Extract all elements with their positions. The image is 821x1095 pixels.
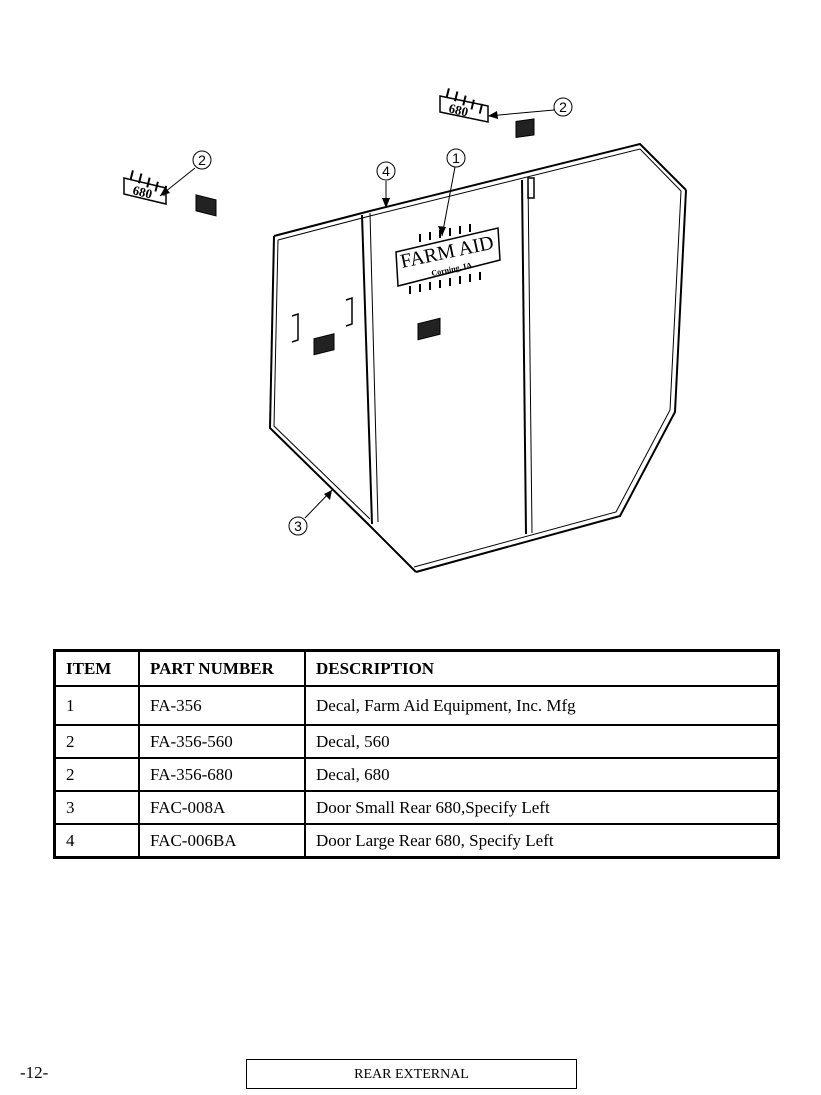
svg-text:3: 3 xyxy=(294,518,302,534)
info-decals xyxy=(195,118,535,356)
svg-text:4: 4 xyxy=(382,163,390,179)
cell-description: Door Large Rear 680, Specify Left xyxy=(304,823,780,859)
header-description: DESCRIPTION xyxy=(304,649,780,687)
decal-680-left: 680 xyxy=(123,169,169,205)
cell-description: Decal, 680 xyxy=(304,757,780,792)
callout-2-right: 2 xyxy=(553,97,573,117)
cell-item: 1 xyxy=(53,685,140,726)
callout-4: 4 xyxy=(376,161,396,181)
cell-item: 2 xyxy=(53,724,140,759)
table-row: 3 FAC-008A Door Small Rear 680,Specify L… xyxy=(53,790,780,825)
svg-text:680: 680 xyxy=(131,182,154,201)
rear-external-diagram: FARM AID Corning, IA 680 680 xyxy=(123,87,687,573)
cell-description: Door Small Rear 680,Specify Left xyxy=(304,790,780,825)
cell-item: 4 xyxy=(53,823,140,859)
table-row: 2 FA-356-560 Decal, 560 xyxy=(53,724,780,759)
cell-description: Decal, Farm Aid Equipment, Inc. Mfg xyxy=(304,685,780,726)
callout-1: 1 xyxy=(446,148,466,168)
table-row: 4 FAC-006BA Door Large Rear 680, Specify… xyxy=(53,823,780,859)
callout-2-left: 2 xyxy=(192,150,212,170)
svg-text:2: 2 xyxy=(198,152,206,168)
table-header-row: ITEM PART NUMBER DESCRIPTION xyxy=(53,649,780,687)
cell-description: Decal, 560 xyxy=(304,724,780,759)
callout-3: 3 xyxy=(288,516,308,536)
cell-part-number: FA-356-680 xyxy=(138,757,306,792)
cell-item: 2 xyxy=(53,757,140,792)
cell-part-number: FA-356 xyxy=(138,685,306,726)
door-handles xyxy=(291,296,353,343)
section-title-box: REAR EXTERNAL xyxy=(246,1059,577,1089)
svg-text:680: 680 xyxy=(447,100,470,119)
farm-aid-logo-decal: FARM AID Corning, IA xyxy=(395,224,501,294)
svg-text:1: 1 xyxy=(452,150,460,166)
cell-item: 3 xyxy=(53,790,140,825)
section-title: REAR EXTERNAL xyxy=(354,1067,469,1082)
cell-part-number: FA-356-560 xyxy=(138,724,306,759)
svg-text:2: 2 xyxy=(559,99,567,115)
parts-table: ITEM PART NUMBER DESCRIPTION 1 FA-356 De… xyxy=(53,649,780,859)
cell-part-number: FAC-008A xyxy=(138,790,306,825)
page-number: -12- xyxy=(20,1063,49,1082)
callout-arrowheads xyxy=(160,111,498,500)
door-assembly xyxy=(268,142,687,573)
header-part-number: PART NUMBER xyxy=(138,649,306,687)
table-row: 1 FA-356 Decal, Farm Aid Equipment, Inc.… xyxy=(53,685,780,726)
callout-leaders xyxy=(159,109,555,519)
cell-part-number: FAC-006BA xyxy=(138,823,306,859)
table-row: 2 FA-356-680 Decal, 680 xyxy=(53,757,780,792)
decal-680-right: 680 xyxy=(439,87,489,123)
header-item: ITEM xyxy=(53,649,140,687)
